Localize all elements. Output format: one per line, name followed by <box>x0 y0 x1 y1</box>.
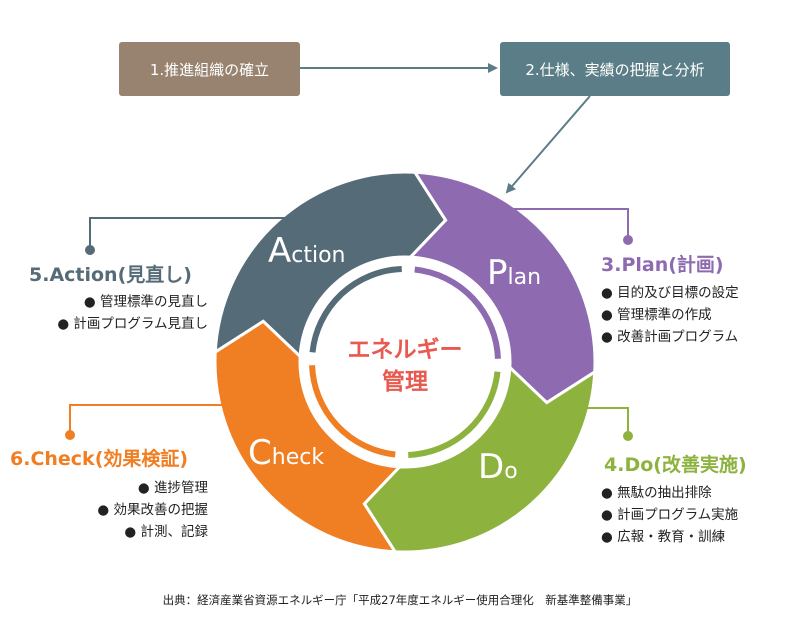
leader-check <box>69 404 228 435</box>
leader-action-dot <box>85 245 95 255</box>
leader-lines <box>65 208 633 441</box>
leader-plan <box>513 208 629 240</box>
leader-plan-dot <box>623 235 633 245</box>
leader-check-dot <box>65 430 75 440</box>
check-heading: 6.Check(効果検証) <box>10 448 189 470</box>
leader-do <box>580 407 629 436</box>
inner-ring-action <box>309 266 402 353</box>
plan-list: 目的及び目標の設定 管理標準の作成 改善計画プログラム <box>601 282 739 348</box>
list-item: 目的及び目標の設定 <box>601 282 739 304</box>
cycle-ring <box>213 170 597 554</box>
step2-box: 2.仕様、実績の把握と分析 <box>500 42 730 96</box>
inner-ring-plan <box>414 266 501 359</box>
list-item: 改善計画プログラム <box>601 326 739 348</box>
check-list: 進捗管理 効果改善の把握 計測、記録 <box>97 477 209 543</box>
list-item: 計画プログラム実施 <box>601 504 738 526</box>
inner-ring <box>309 266 501 458</box>
list-item: 管理標準の見直し <box>57 291 208 313</box>
plan-heading: 3.Plan(計画) <box>601 254 724 276</box>
leader-do-dot <box>623 431 633 441</box>
step1-box: 1.推進組織の確立 <box>119 42 300 96</box>
list-item: 進捗管理 <box>97 477 208 499</box>
inner-hole <box>300 257 510 467</box>
segment-label-do: Do <box>478 447 518 487</box>
do-heading: 4.Do(改善実施) <box>604 454 747 476</box>
list-item: 効果改善の把握 <box>97 499 209 521</box>
segment-label-action: Action <box>268 231 346 271</box>
step2-label: 2.仕様、実績の把握と分析 <box>525 60 705 79</box>
action-list: 管理標準の見直し 計画プログラム見直し <box>57 291 208 335</box>
source-note: 出典：経済産業省資源エネルギー庁「平成27年度エネルギー使用合理化 新基準整備事… <box>162 593 638 607</box>
segment-label-plan: Plan <box>487 253 541 293</box>
list-item: 計測、記録 <box>97 521 209 543</box>
do-list: 無駄の抽出排除 計画プログラム実施 広報・教育・訓練 <box>601 482 738 548</box>
center-title-line2: 管理 <box>382 369 428 395</box>
center-title-line1: エネルギー <box>347 337 463 363</box>
inner-ring-do <box>408 371 501 458</box>
leader-action <box>89 217 300 250</box>
segment-label-check: Check <box>248 433 324 473</box>
step1-label: 1.推進組織の確立 <box>149 60 270 79</box>
list-item: 広報・教育・訓練 <box>601 526 738 548</box>
arrow-box2-to-cycle <box>505 95 591 194</box>
inner-ring-check <box>309 365 396 458</box>
list-item: 計画プログラム見直し <box>57 313 208 335</box>
action-heading: 5.Action(見直し) <box>29 264 192 286</box>
list-item: 管理標準の作成 <box>601 304 739 326</box>
list-item: 無駄の抽出排除 <box>601 482 738 504</box>
